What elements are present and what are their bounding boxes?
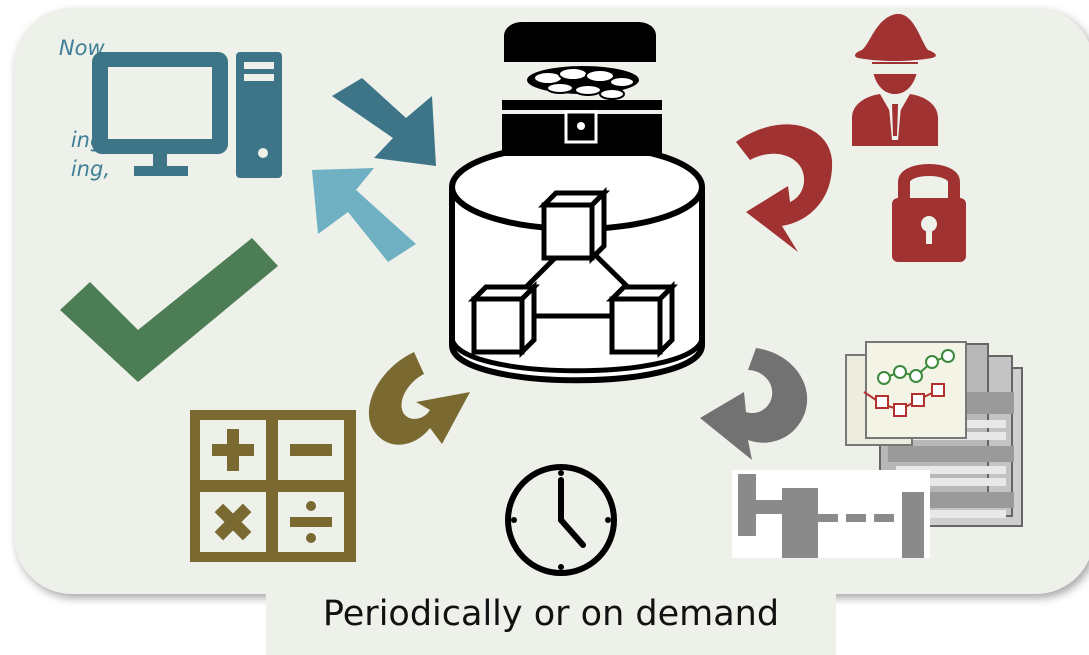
network-cubes-icon	[467, 186, 679, 359]
padlock-icon	[892, 164, 966, 262]
caption-text: Periodically or on demand	[322, 594, 780, 634]
spy-agent-icon	[852, 13, 938, 146]
arrow-to-computer-icon	[312, 168, 416, 262]
dumbbell-gray-icon	[732, 470, 930, 558]
red-curved-arrow-icon	[736, 124, 833, 252]
calculator-icon	[190, 410, 356, 562]
report-screens-icon	[845, 341, 1023, 527]
clock-icon	[505, 464, 617, 576]
caption-box: Periodically or on demand	[266, 584, 836, 655]
olive-curved-arrow-icon	[368, 352, 470, 445]
treasure-chest-icon	[502, 22, 662, 156]
side-text-line-3: ing,	[70, 157, 110, 181]
gray-curved-arrow-icon	[700, 348, 808, 460]
desktop-computer-icon	[92, 52, 282, 178]
arrow-to-database-icon	[332, 78, 436, 166]
checkmark-icon	[60, 238, 278, 382]
